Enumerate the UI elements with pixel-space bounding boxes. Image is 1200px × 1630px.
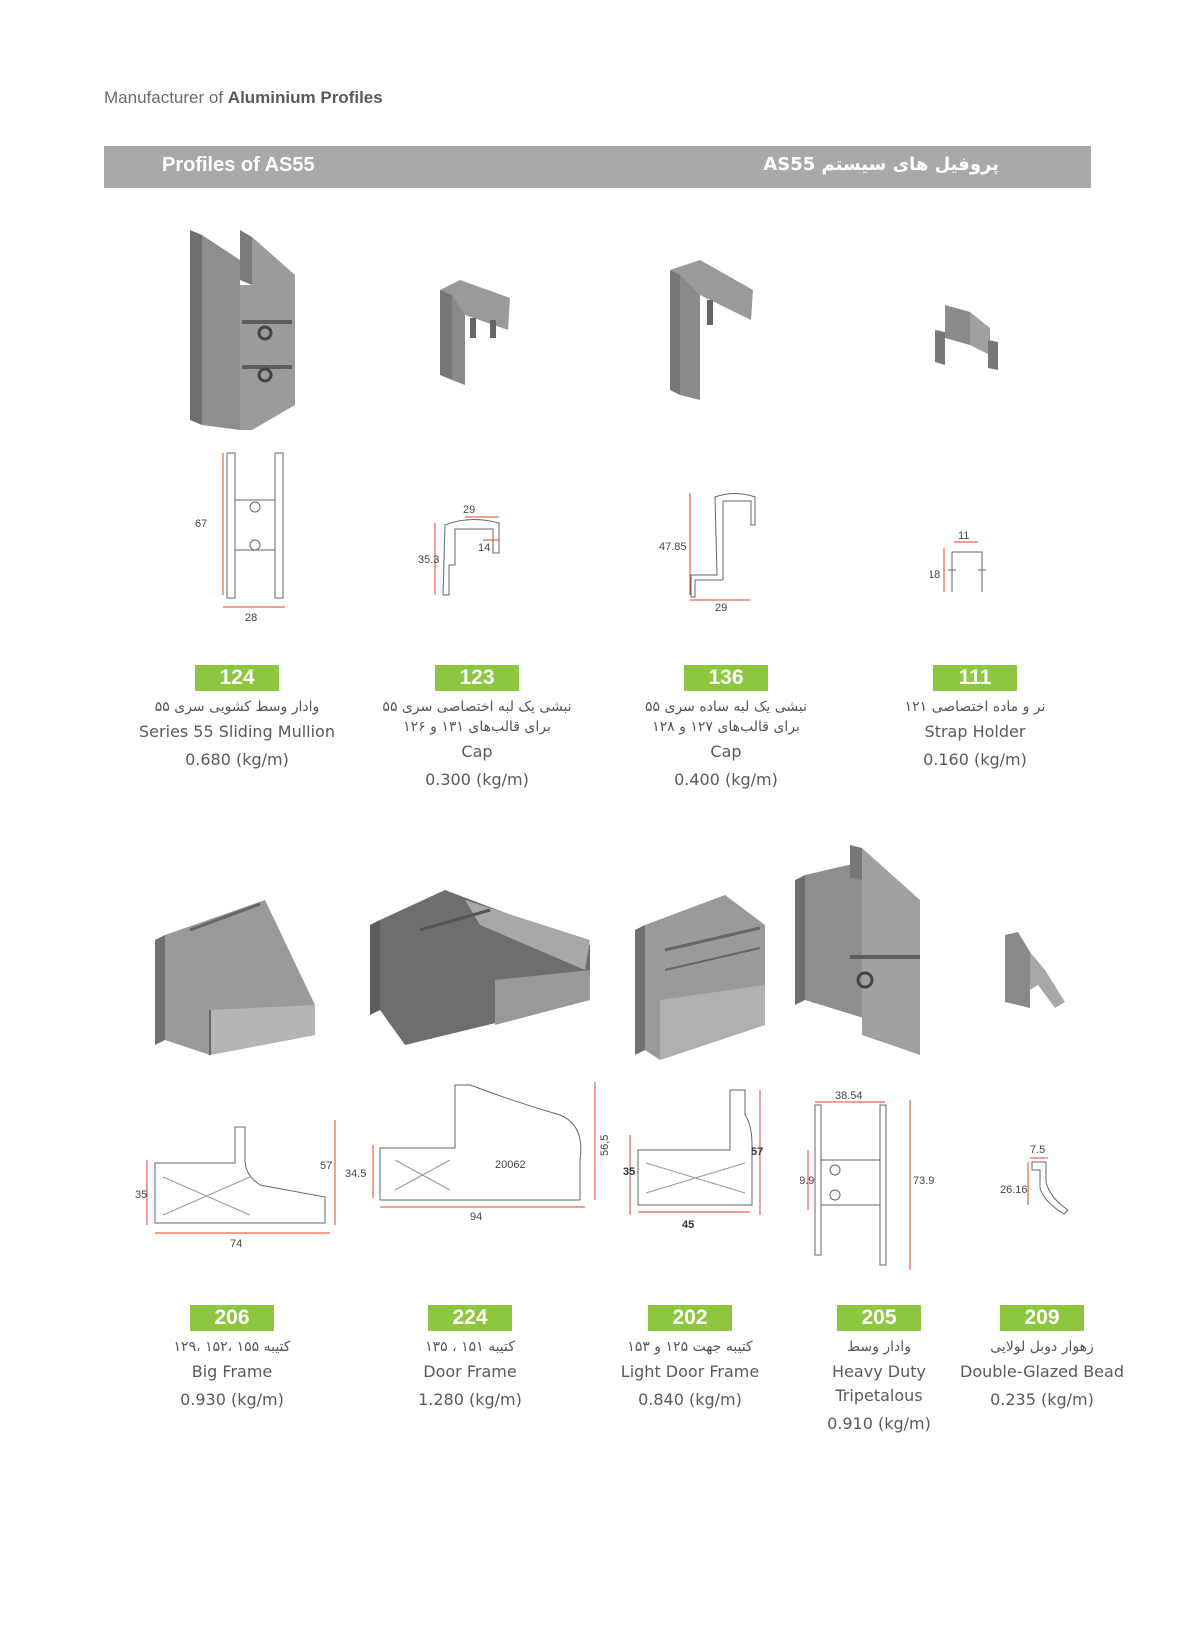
profile-136-fa2: برای قالب‌های ۱۲۷ و ۱۲۸ [652, 719, 800, 735]
profile-111-info: 111 نر و ماده اختصاصی ۱۲۱ Strap Holder 0… [855, 665, 1095, 771]
profile-136-weight: 0.400 (kg/m) [674, 770, 778, 789]
profile-202-weight: 0.840 (kg/m) [638, 1390, 742, 1409]
profile-224-dim-bottom: 94 [470, 1211, 482, 1223]
profile-124-photo [190, 230, 295, 430]
profile-202-photo [635, 895, 765, 1060]
profile-224-dim-left: 34.5 [345, 1168, 366, 1180]
profile-202-info: 202 کتیبه جهت ۱۲۵ و ۱۵۳ Light Door Frame… [570, 1305, 810, 1411]
profile-206-name: Big Frame [191, 1362, 273, 1381]
profile-123-fa2: برای قالب‌های ۱۳۱ و ۱۲۶ [403, 719, 551, 735]
profile-209-photo [1005, 932, 1065, 1008]
banner-title-en: Profiles of AS55 [162, 154, 315, 176]
profile-123-info: 123 نبشی یک لبه اختصاصی سری ۵۵ برای قالب… [357, 665, 597, 791]
profile-209-weight: 0.235 (kg/m) [990, 1390, 1094, 1409]
profile-205-dim-right: 73.9 [913, 1175, 934, 1187]
profile-111-dim-height: 18 [930, 569, 940, 581]
profile-206-info: 206 کتیبه ۱۵۵ ،۱۵۲ ،۱۲۹ Big Frame 0.930 … [112, 1305, 352, 1411]
profile-202-dim-bottom: 45 [682, 1219, 694, 1231]
profile-209-info: 209 زهوار دوبل لولایی Double-Glazed Bead… [922, 1305, 1162, 1411]
profile-205-drawing: 38.54 29.9 73.9 [800, 1090, 934, 1270]
profile-123-dim-top: 29 [463, 504, 475, 516]
profile-205-photo [795, 845, 920, 1055]
profile-123-drawing: 29 35.3 14 [418, 504, 500, 596]
profile-111-fa: نر و ماده اختصاصی ۱۲۱ [904, 699, 1046, 715]
profile-136-photo [670, 260, 753, 400]
profile-111-photo [935, 305, 998, 370]
profile-124-info: 124 وادار وسط کشویی سری ۵۵ Series 55 Sli… [117, 665, 357, 771]
profile-136-code: 136 [684, 665, 768, 691]
profile-124-fa: وادار وسط کشویی سری ۵۵ [154, 699, 320, 715]
profile-111-weight: 0.160 (kg/m) [923, 750, 1027, 769]
profile-224-photo [370, 890, 590, 1045]
profile-206-drawing: 35 57 74 [135, 1120, 336, 1250]
profile-205-weight: 0.910 (kg/m) [827, 1414, 931, 1433]
profile-224-code: 224 [428, 1305, 512, 1331]
profile-111-code: 111 [933, 665, 1017, 691]
profile-123-photo [440, 280, 510, 385]
profile-206-weight: 0.930 (kg/m) [180, 1390, 284, 1409]
profile-111-dim-top: 11 [958, 530, 969, 542]
profile-124-dim-height: 67 [195, 518, 207, 530]
profile-136-fa: نبشی یک لبه ساده سری ۵۵ [645, 699, 807, 715]
profile-224-weight: 1.280 (kg/m) [418, 1390, 522, 1409]
profile-123-name: Cap [461, 742, 493, 761]
profile-123-weight: 0.300 (kg/m) [425, 770, 529, 789]
profile-136-name: Cap [710, 742, 742, 761]
profile-136-dim-width: 29 [715, 602, 727, 614]
profile-136-info: 136 نبشی یک لبه ساده سری ۵۵ برای قالب‌ها… [606, 665, 846, 791]
profile-123-code: 123 [435, 665, 519, 691]
profile-202-drawing: 35 57 45 [623, 1089, 763, 1231]
profile-209-drawing: 7.5 26.16 [1000, 1144, 1069, 1215]
profile-224-dim-right: 56,5 [599, 1135, 611, 1156]
profile-224-info: 224 کتیبه ۱۵۱ ، ۱۳۵ Door Frame 1.280 (kg… [350, 1305, 590, 1411]
manufacturer-prefix: Manufacturer of [104, 88, 224, 107]
profile-124-name: Series 55 Sliding Mullion [139, 722, 335, 741]
profile-209-fa: زهوار دوبل لولایی [990, 1339, 1094, 1355]
profile-111-drawing: 11 18 [930, 530, 986, 592]
profile-205-name2: Tripetalous [835, 1386, 923, 1405]
profile-124-weight: 0.680 (kg/m) [185, 750, 289, 769]
profile-202-fa: کتیبه جهت ۱۲۵ و ۱۵۳ [627, 1339, 753, 1355]
profile-111-name: Strap Holder [924, 722, 1026, 741]
profile-224-dim-code: 20062 [495, 1159, 526, 1171]
profile-124-dim-width: 28 [245, 612, 257, 624]
profile-206-dim-right: 57 [320, 1160, 332, 1172]
profile-209-name: Double-Glazed Bead [960, 1362, 1124, 1381]
profile-123-dim-height: 35.3 [418, 554, 439, 566]
section-banner: Profiles of AS55 پروفیل های سیستم AS55 [104, 146, 1091, 188]
profile-202-dim-right: 57 [751, 1146, 763, 1158]
profile-202-code: 202 [648, 1305, 732, 1331]
profile-224-fa: کتیبه ۱۵۱ ، ۱۳۵ [425, 1339, 515, 1355]
profile-206-dim-left: 35 [135, 1189, 147, 1201]
profile-206-fa: کتیبه ۱۵۵ ،۱۵۲ ،۱۲۹ [173, 1339, 291, 1355]
profile-209-code: 209 [1000, 1305, 1084, 1331]
profile-136-dim-height: 47.85 [659, 541, 687, 553]
profile-124-code: 124 [195, 665, 279, 691]
profile-123-fa: نبشی یک لبه اختصاصی سری ۵۵ [382, 699, 572, 715]
profile-202-dim-left: 35 [623, 1166, 635, 1178]
profile-124-drawing: 67 28 [195, 452, 285, 624]
profile-205-info: 205 وادار وسط Heavy Duty Tripetalous 0.9… [759, 1305, 999, 1435]
profile-224-drawing: 34.5 20062 56,5 94 [345, 1082, 611, 1223]
manufacturer-line: Manufacturer of Aluminium Profiles [104, 88, 383, 108]
profile-205-fa: وادار وسط [847, 1339, 911, 1355]
profile-209-dim-left: 26.16 [1000, 1184, 1028, 1196]
profile-205-dim-top: 38.54 [835, 1090, 863, 1102]
banner-title-fa: پروفیل های سیستم AS55 [763, 154, 999, 175]
profile-202-name: Light Door Frame [620, 1362, 760, 1381]
profile-209-dim-top: 7.5 [1030, 1144, 1045, 1156]
profile-205-name: Heavy Duty [832, 1362, 926, 1381]
profile-206-dim-bottom: 74 [230, 1238, 242, 1250]
profile-206-photo [155, 900, 315, 1055]
profile-206-code: 206 [190, 1305, 274, 1331]
profile-136-drawing: 47.85 29 [659, 493, 756, 614]
profile-205-dim-left: 29.9 [800, 1175, 814, 1187]
manufacturer-strong: Aluminium Profiles [227, 88, 383, 107]
profile-224-name: Door Frame [423, 1362, 517, 1381]
profile-123-dim-flange: 14 [478, 542, 490, 554]
profile-205-code: 205 [837, 1305, 921, 1331]
